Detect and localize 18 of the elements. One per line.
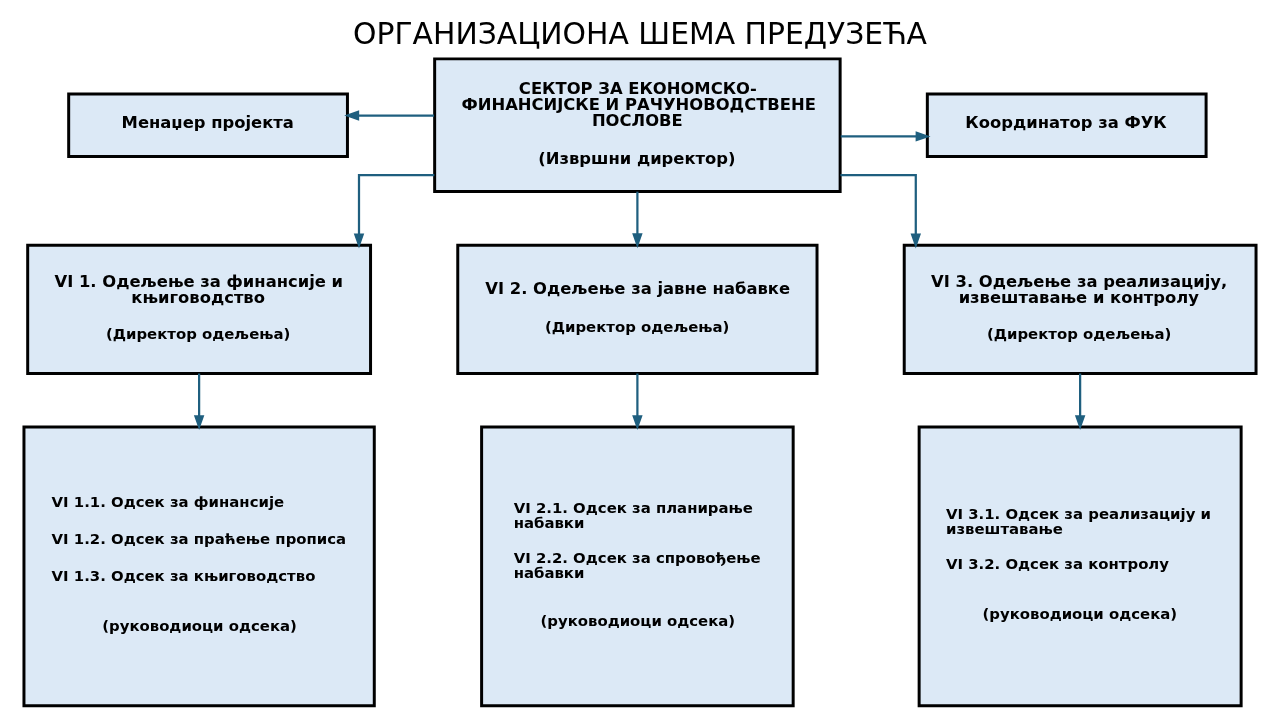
arrow [840, 131, 931, 142]
node-box: VI 2. Одељење за јавне набавке (Директор одељења) [456, 243, 819, 375]
arrow [344, 110, 435, 121]
arrow [353, 174, 435, 249]
arrow [632, 191, 643, 249]
arrow [632, 373, 643, 431]
node-box: Координатор за ФУК [925, 92, 1208, 158]
arrow [840, 174, 921, 249]
arrow [193, 373, 205, 431]
node-box: VI 3.1. Одсек за реализацију и извештавање VI 3.2. Одсек за контролу (руководиоци одсека) [917, 425, 1243, 708]
diagram-title: ОРГАНИЗАЦИОНА ШЕМА ПРЕДУЗЕЋА [353, 15, 927, 51]
node-box: VI 1. Одељење за финансије и књиговодство (Директор одељења) [26, 243, 373, 375]
node-box: VI 1.1. Одсек за финансије VI 1.2. Одсек за праћење прописа VI 1.3. Одсек за књиговодство (руководиоци одсека) [22, 425, 376, 708]
node-box: СЕКТОР ЗА ЕКОНОМСКО-ФИНАНСИЈСКЕ И РАЧУНОВОДСТВЕНЕ ПОСЛОВЕ (Извршни директор) [433, 57, 842, 194]
arrow [1074, 373, 1086, 431]
node-box: VI 2.1. Одсек за планирање набавки VI 2.2. Одсек за спровођење набавки (руководиоци одсека) [480, 425, 795, 708]
node-box: VI 3. Одељење за реализацију, извештавање и контролу (Директор одељења) [902, 243, 1258, 375]
node-box: Менаџер пројекта [67, 92, 349, 158]
